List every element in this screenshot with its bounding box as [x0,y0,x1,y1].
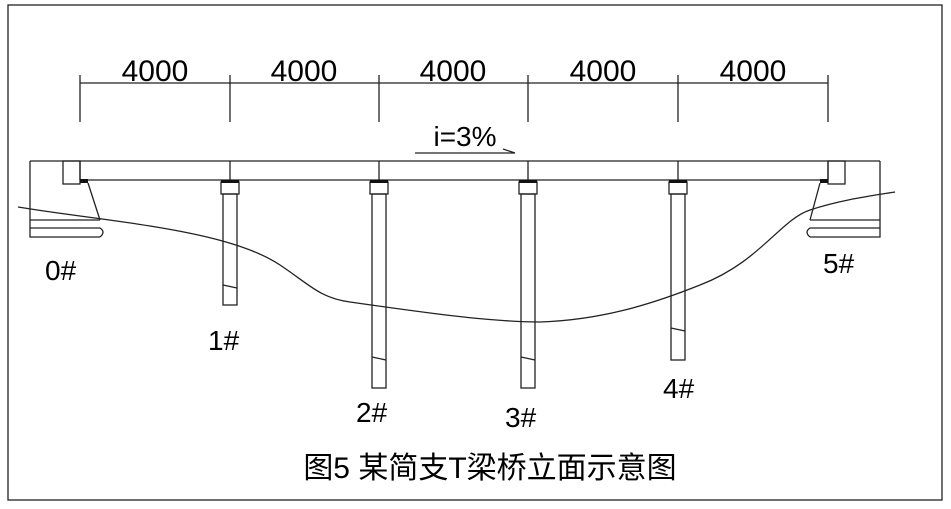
slope-label: i=3% [433,121,496,152]
pier-1 [220,180,240,306]
dimension-line [79,75,829,122]
pier-4 [668,180,688,361]
span-label: 4000 [420,55,487,88]
abutment-0 [29,160,104,238]
support-label: 3# [505,402,537,433]
span-label: 4000 [720,55,787,88]
pier-3 [518,180,538,389]
figure-caption: 图5 某简支T梁桥立面示意图 [303,452,676,485]
support-label: 1# [208,325,240,356]
support-label: 5# [823,248,855,279]
ground-line [17,191,896,323]
span-label: 4000 [570,55,637,88]
frame [7,4,943,501]
support-label: 4# [663,373,695,404]
support-label: 0# [45,255,77,286]
span-label: 4000 [271,55,338,88]
abutment-5 [806,160,881,238]
support-label: 2# [356,397,388,428]
bridge-deck [30,160,880,181]
span-label: 4000 [122,55,189,88]
pier-2 [369,180,389,389]
